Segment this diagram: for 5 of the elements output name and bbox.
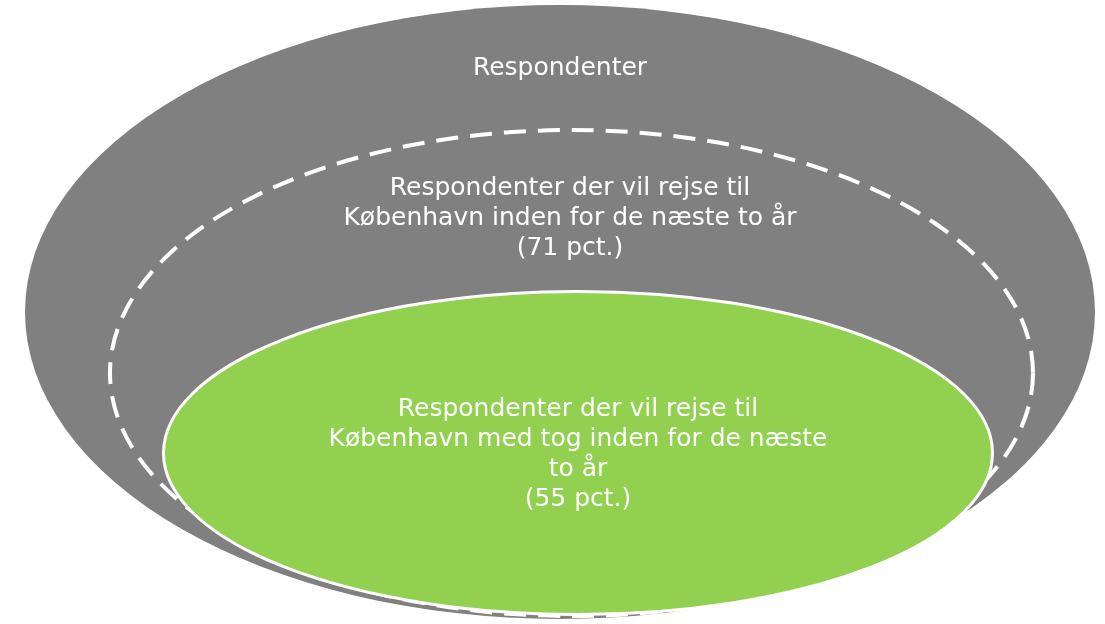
percentage-label: (71 pct.) — [515, 232, 625, 262]
percentage-label: (55 pct.) — [523, 483, 633, 513]
region-label: Respondenter der vil rejse til København inden for de næste to år — [342, 172, 798, 232]
region-label: Respondenter der vil rejse til København med tog inden for de næste to år — [328, 393, 828, 483]
region-label: Respondenter — [471, 52, 649, 82]
